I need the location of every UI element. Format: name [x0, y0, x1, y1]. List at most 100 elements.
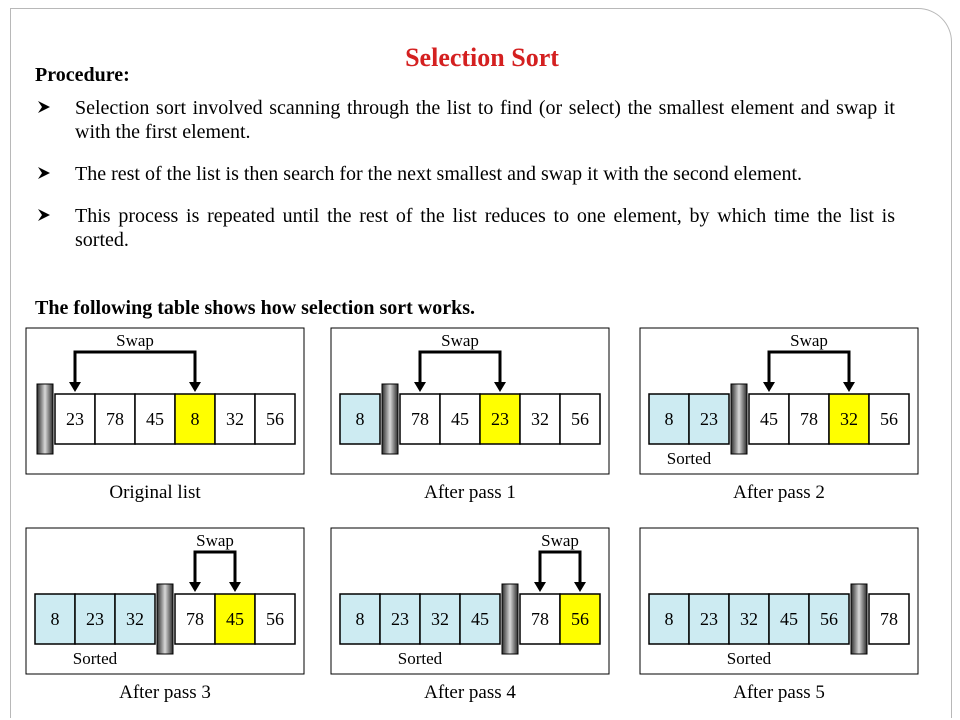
swap-arrowhead — [229, 582, 241, 592]
swap-label: Swap — [541, 531, 579, 550]
wall-divider — [36, 383, 54, 455]
panel-caption: After pass 5 — [733, 682, 825, 703]
wall-divider — [381, 383, 399, 455]
cell-value: 56 — [820, 609, 838, 629]
list-cell — [94, 393, 136, 445]
list-cell — [254, 393, 296, 445]
swap-arrowhead — [414, 382, 426, 392]
swap-arrow — [767, 350, 851, 388]
list-cell — [214, 593, 256, 645]
cell-value: 23 — [391, 609, 409, 629]
list-cell — [74, 593, 116, 645]
bullet-item: This process is repeated until the rest … — [35, 204, 895, 252]
sorted-label: Sorted — [398, 649, 443, 668]
list-cell — [174, 593, 216, 645]
list-cell — [808, 593, 850, 645]
cell-value: 8 — [356, 409, 365, 429]
panel-caption: After pass 1 — [424, 482, 516, 503]
swap-arrowhead — [494, 382, 506, 392]
list-cell — [868, 393, 910, 445]
sorted-label: Sorted — [667, 449, 712, 468]
table-intro-text: The following table shows how selection … — [35, 297, 476, 319]
panel-caption: Original list — [109, 482, 201, 503]
cell-value: 8 — [191, 409, 200, 429]
swap-label: Swap — [196, 531, 234, 550]
swap-arrowhead — [763, 382, 775, 392]
swap-arrowhead — [69, 382, 81, 392]
wall-divider — [730, 383, 748, 455]
cell-value: 45 — [146, 409, 164, 429]
bullet-list: Selection sort involved scanning through… — [35, 96, 895, 270]
cell-value: 23 — [700, 409, 718, 429]
cell-value: 23 — [491, 409, 509, 429]
cell-value: 78 — [411, 409, 429, 429]
list-cell — [379, 593, 421, 645]
arrow-bullet-icon — [38, 101, 50, 113]
cell-value: 8 — [356, 609, 365, 629]
cell-value: 56 — [571, 409, 589, 429]
list-cell — [459, 593, 501, 645]
wall-divider — [156, 583, 174, 655]
cell-value: 32 — [740, 609, 758, 629]
list-cell — [728, 593, 770, 645]
cell-value: 56 — [880, 409, 898, 429]
sorted-label: Sorted — [73, 649, 118, 668]
cell-value: 56 — [266, 609, 284, 629]
list-cell — [688, 393, 730, 445]
cell-value: 32 — [126, 609, 144, 629]
swap-arrow — [538, 550, 582, 588]
procedure-heading: Procedure: — [35, 64, 130, 86]
wall-divider — [501, 583, 519, 655]
list-cell — [648, 393, 690, 445]
list-cell — [559, 393, 601, 445]
bullet-text: This process is repeated until the rest … — [75, 205, 895, 251]
list-cell — [254, 593, 296, 645]
bullet-text: The rest of the list is then search for … — [75, 163, 803, 185]
bullet-item: The rest of the list is then search for … — [35, 162, 895, 186]
slide-frame: Selection Sort — [10, 8, 952, 718]
cell-value: 8 — [665, 609, 674, 629]
swap-label: Swap — [790, 331, 828, 350]
swap-label: Swap — [116, 331, 154, 350]
list-cell — [828, 393, 870, 445]
list-cell — [479, 393, 521, 445]
cell-value: 45 — [780, 609, 798, 629]
cell-value: 45 — [451, 409, 469, 429]
bullet-item: Selection sort involved scanning through… — [35, 96, 895, 144]
swap-arrow — [418, 350, 502, 388]
cell-value: 23 — [86, 609, 104, 629]
list-cell — [114, 593, 156, 645]
cell-value: 32 — [431, 609, 449, 629]
cell-value: 56 — [266, 409, 284, 429]
cell-value: 23 — [700, 609, 718, 629]
panel-caption: After pass 4 — [424, 682, 516, 703]
list-cell — [339, 393, 381, 445]
list-cell — [868, 593, 910, 645]
cell-value: 8 — [51, 609, 60, 629]
cell-value: 8 — [665, 409, 674, 429]
list-cell — [748, 393, 790, 445]
wall-divider — [850, 583, 868, 655]
cell-value: 78 — [880, 609, 898, 629]
list-cell — [34, 593, 76, 645]
panel-caption: After pass 2 — [733, 482, 825, 503]
swap-arrowhead — [534, 582, 546, 592]
list-cell — [559, 593, 601, 645]
cell-value: 23 — [66, 409, 84, 429]
swap-arrowhead — [843, 382, 855, 392]
cell-value: 78 — [531, 609, 549, 629]
list-cell — [54, 393, 96, 445]
cell-value: 56 — [571, 609, 589, 629]
cell-value: 78 — [106, 409, 124, 429]
sorted-label: Sorted — [727, 649, 772, 668]
cell-value: 78 — [800, 409, 818, 429]
swap-arrowhead — [189, 582, 201, 592]
list-cell — [134, 393, 176, 445]
swap-arrow — [193, 550, 237, 588]
list-cell — [788, 393, 830, 445]
cell-value: 45 — [760, 409, 778, 429]
